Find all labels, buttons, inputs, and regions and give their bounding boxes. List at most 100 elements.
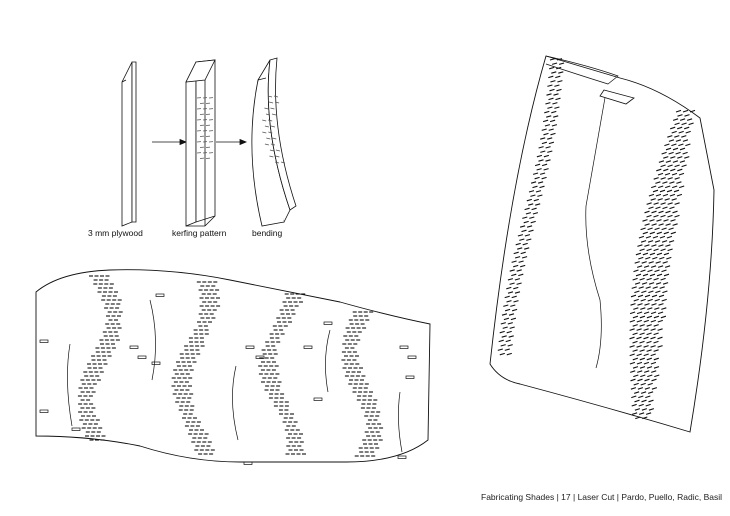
tab-mark [313, 397, 323, 401]
kerf-slot [682, 139, 689, 142]
kerf-slot [270, 125, 275, 128]
kerf-slot [637, 370, 643, 373]
kerf-slot [553, 93, 559, 96]
kerf-slot [666, 235, 673, 239]
kerf-slot [647, 298, 653, 302]
kerf-slot [644, 378, 650, 382]
kerf-slot [504, 308, 511, 312]
kerf-slot [676, 193, 683, 197]
kerf-slot [544, 110, 550, 114]
kerf-slot [641, 261, 647, 264]
kerf-slot [660, 177, 666, 180]
kerf-slot [651, 244, 657, 247]
arrow-to-kerfing [152, 138, 188, 146]
kerf-slot [657, 265, 664, 268]
kerf-slot [641, 399, 647, 403]
kerf-slot [629, 328, 635, 331]
guide-curve [232, 365, 239, 441]
kerf-slot [654, 227, 660, 231]
kerf-slot [679, 118, 686, 121]
kerf-slot [643, 361, 650, 365]
kerf-slot [655, 193, 662, 197]
kerf-slot [654, 374, 660, 378]
kerf-slot [632, 315, 639, 319]
kerf-slot [648, 261, 654, 264]
kerf-slot [679, 160, 686, 163]
kerf-slot [646, 349, 652, 352]
kerf-slot [677, 168, 683, 172]
kerf-slot [667, 177, 673, 180]
kerf-slot [536, 154, 543, 158]
kerf-slot [630, 294, 637, 298]
kerf-slot [664, 265, 671, 268]
kerf-slot [657, 336, 663, 340]
kerf-slot [637, 244, 643, 247]
bent-kerf-marks [262, 95, 286, 164]
kerf-slot [662, 181, 668, 184]
kerf-slot [639, 315, 646, 319]
kerf-slot [534, 163, 541, 167]
kerf-slot [639, 340, 645, 344]
kerf-slot [648, 290, 654, 294]
kerf-slot [545, 146, 551, 149]
kerf-slot [506, 286, 512, 290]
kerf-slot [662, 206, 668, 210]
kerf-slot [651, 185, 657, 189]
kerf-slot [653, 340, 659, 344]
kerf-slot [508, 335, 514, 338]
shade-panel-curved [489, 55, 715, 433]
kerf-slot [637, 294, 644, 298]
kerf-slot [538, 146, 544, 149]
kerf-slot [541, 163, 548, 167]
kerf-slot [653, 357, 659, 361]
kerf-slot [524, 234, 531, 237]
kerfed-panel [185, 59, 216, 227]
kerf-slot [553, 115, 559, 118]
kerf-slot [534, 176, 540, 180]
kerf-slot [549, 88, 555, 92]
kerf-slot [500, 344, 506, 347]
kerf-slot [645, 412, 652, 415]
kerf-slot [649, 273, 656, 277]
kerf-slot [675, 151, 681, 155]
kerf-slot [671, 130, 677, 134]
kerf-slot [655, 290, 661, 294]
kerf-slot [667, 135, 673, 138]
kerf-slot [645, 403, 651, 407]
kerf-slot [679, 185, 685, 189]
kerf-slot [504, 348, 510, 351]
kerf-slot [630, 378, 636, 382]
kerf-slot [511, 273, 517, 277]
kerf-slot [539, 185, 545, 189]
kerf-slot [550, 80, 556, 83]
tab-mark [255, 355, 265, 359]
kerf-slot [644, 223, 650, 226]
kerf-slot [518, 273, 524, 277]
bent-panel [251, 57, 297, 227]
kerf-slot [269, 101, 274, 104]
kerf-slot [679, 147, 686, 151]
kerf-slot [262, 119, 267, 122]
kerf-slot [640, 240, 647, 243]
kerf-slot [531, 207, 537, 211]
kerf-slot [664, 143, 670, 147]
kerf-slot [630, 303, 636, 306]
kerf-slot [667, 164, 673, 168]
kerf-slot [551, 71, 557, 74]
kerf-slot [654, 307, 660, 310]
kerf-slot [644, 210, 650, 214]
kerf-slot [653, 177, 659, 180]
kerf-slot [643, 345, 649, 348]
kerf-slot [268, 131, 273, 134]
kerf-slot [509, 282, 515, 285]
kerf-slot [654, 240, 661, 243]
kerf-slot [657, 345, 663, 348]
tab-mark [303, 345, 313, 349]
kerf-slot [558, 71, 564, 74]
kerf-slot [655, 261, 661, 264]
kerf-slot [644, 294, 651, 298]
guide-curve [325, 329, 331, 393]
kerf-slot [654, 298, 660, 302]
kerf-slot [650, 311, 657, 315]
kerf-slot [678, 172, 685, 176]
